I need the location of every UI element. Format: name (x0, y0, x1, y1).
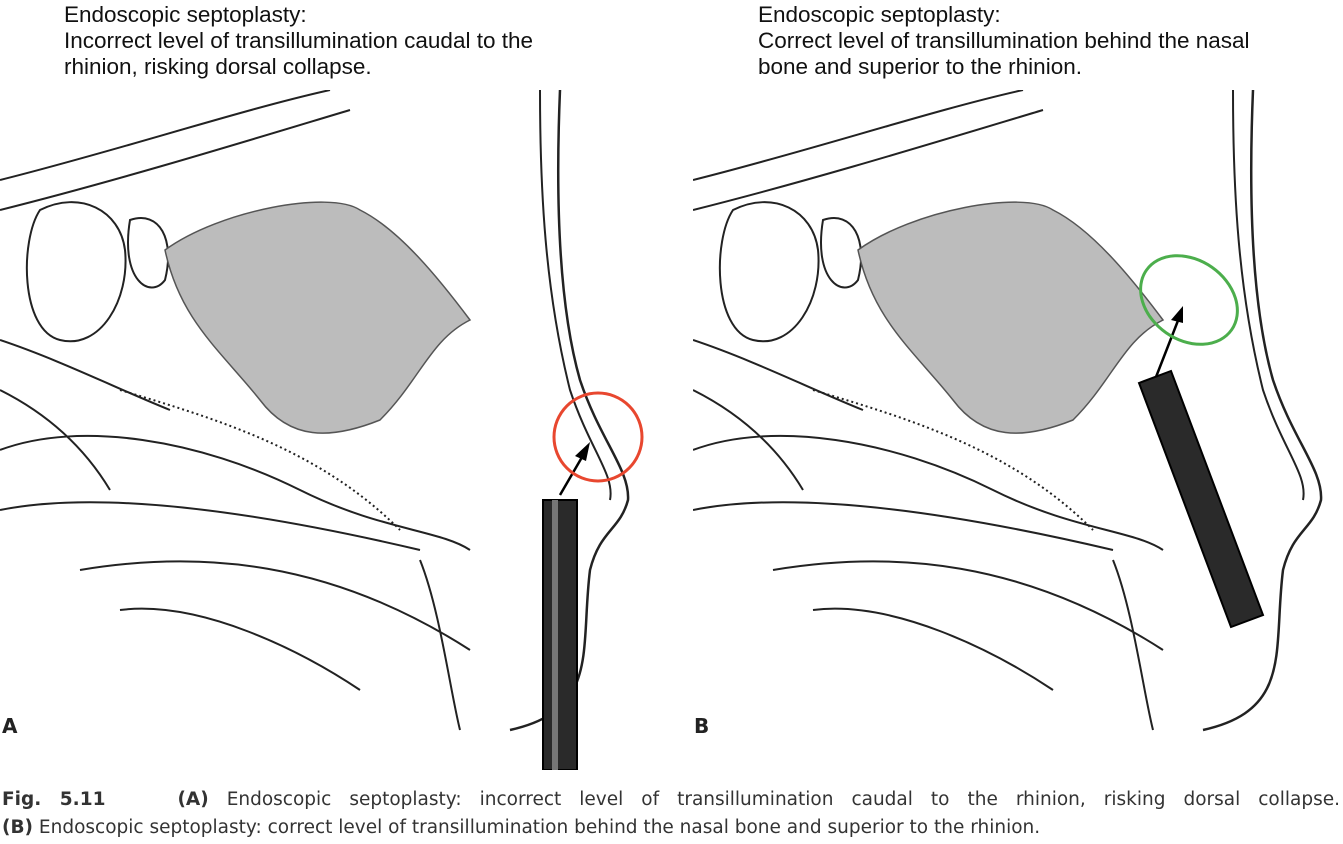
caption-tag-a: (A) (177, 789, 209, 810)
panel-a-label: A (2, 714, 18, 738)
nasal-anatomy-drawing (693, 90, 1323, 732)
title-line: Endoscopic septoplasty: (758, 2, 1001, 27)
arrow-head-icon (1171, 306, 1183, 323)
title-line: bone and superior to the rhinion. (758, 54, 1082, 79)
figure-caption: Fig. 5.11 (A) Endoscopic septoplasty: in… (2, 786, 1340, 842)
endoscope-highlight (552, 500, 558, 770)
endoscope (1137, 369, 1265, 629)
caption-text-b: Endoscopic septoplasty: correct level of… (38, 817, 1041, 838)
title-line: Correct level of transillumination behin… (758, 28, 1250, 53)
incorrect-level-marker (552, 391, 644, 483)
panel-a-title: Endoscopic septoplasty: Incorrect level … (64, 2, 533, 80)
endoscope (542, 499, 578, 770)
figure-number: Fig. 5.11 (2, 789, 106, 810)
nasal-anatomy-drawing (0, 90, 630, 732)
septum-shaded-region (164, 201, 472, 434)
panel-a-illustration (0, 90, 644, 770)
caption-tag-b: (B) (2, 817, 34, 838)
panel-b-illustration (693, 90, 1323, 732)
septum-shaded-region (857, 201, 1165, 434)
correct-level-marker (1139, 254, 1239, 346)
title-line: Incorrect level of transillumination cau… (64, 28, 533, 53)
arrow-head-icon (575, 442, 590, 461)
panel-b-title: Endoscopic septoplasty: Correct level of… (758, 2, 1250, 80)
caption-line-a: Fig. 5.11 (A) Endoscopic septoplasty: in… (2, 786, 1340, 814)
caption-line-b: (B) Endoscopic septoplasty: correct leve… (2, 814, 1340, 842)
caption-text-a: Endoscopic septoplasty: incorrect level … (226, 789, 1340, 810)
panel-b-label: B (694, 714, 710, 738)
title-line: Endoscopic septoplasty: (64, 2, 307, 27)
title-line: rhinion, risking dorsal collapse. (64, 54, 372, 79)
arrow-line (1154, 317, 1181, 378)
